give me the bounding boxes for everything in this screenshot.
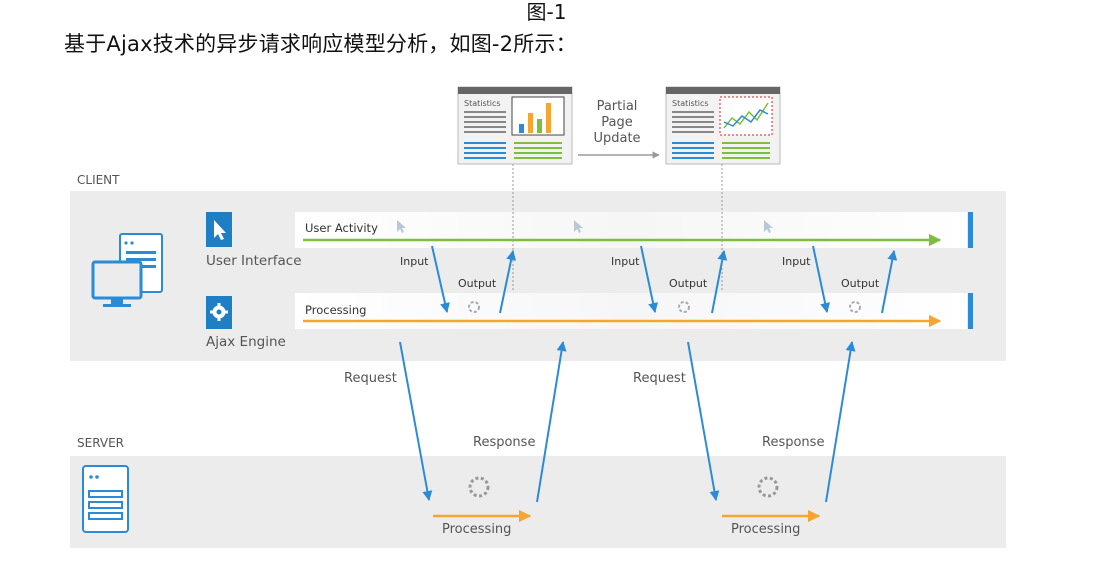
server-label: SERVER [77,436,124,450]
output-arrow [711,250,728,314]
input-arrow [640,245,659,313]
figure-caption: 图-1 [526,0,567,24]
output-label: Output [458,277,497,290]
response-arrow [825,341,856,503]
processing-label: Processing [305,303,366,317]
spinner-icon [468,301,861,313]
thumb-title: Statistics [464,99,501,108]
spinner-icon [468,476,779,498]
lane-end-marker [968,293,973,329]
cursor-icons [397,220,773,233]
server-processing-label: Processing [731,522,800,537]
input-arrow [812,245,831,313]
svg-text:Page: Page [601,115,632,130]
user-activity-lane [295,212,967,248]
thumb-title: Statistics [672,99,709,108]
lane-end-marker [968,212,973,248]
response-label: Response [473,435,535,450]
input-label: Input [611,255,640,268]
partial-page-update-label: Partial Page Update [578,99,660,159]
client-label: CLIENT [77,173,120,187]
server-processing-label: Processing [442,522,511,537]
input-label: Input [782,255,811,268]
user-activity-label: User Activity [305,221,378,235]
intro-text: 基于Ajax技术的异步请求响应模型分析，如图-2所示： [64,32,577,56]
input-arrow [431,245,450,313]
ajax-engine-label: Ajax Engine [206,334,286,350]
request-label: Request [344,371,397,386]
output-arrow [881,250,898,314]
svg-text:Partial: Partial [597,99,638,114]
request-arrow [687,341,720,501]
output-arrow [499,250,517,314]
client-computer-icon [91,233,163,307]
response-arrow [536,341,567,503]
output-label: Output [669,277,708,290]
input-label: Input [400,255,429,268]
bar-chart-icon [511,96,565,136]
pointer-icon [206,212,232,247]
processing-lane [295,293,967,329]
server-icon [82,465,129,533]
request-arrow [399,341,433,501]
response-label: Response [762,435,824,450]
output-label: Output [841,277,880,290]
gear-icon [206,296,232,329]
page-thumbnail-before: Statistics [457,86,573,165]
request-label: Request [633,371,686,386]
user-interface-label: User Interface [206,253,302,269]
page-thumbnail-after: Statistics [665,86,781,165]
svg-text:Update: Update [593,131,640,146]
line-chart-icon [719,96,773,136]
